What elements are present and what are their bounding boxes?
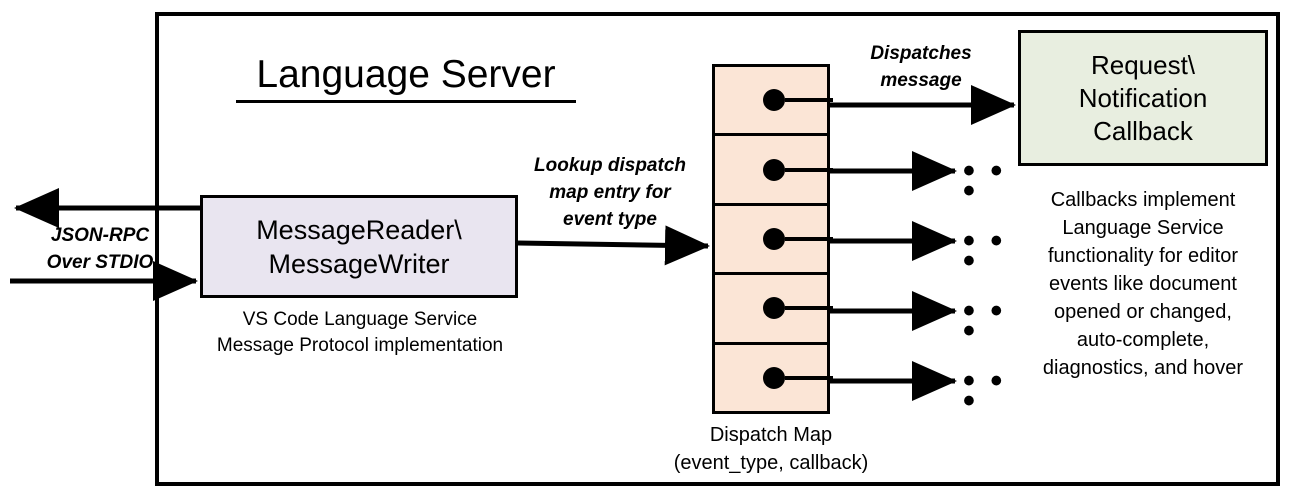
dispatch-map-row[interactable]: [715, 206, 833, 276]
callback-pointer-dot-icon: [763, 158, 785, 181]
dispatch-map-table[interactable]: [712, 64, 833, 414]
dispatch-map-row[interactable]: [715, 275, 833, 345]
dispatch-map-row-stub: [785, 306, 833, 311]
dispatch-map-row-stub: [785, 237, 833, 242]
dispatch-map-caption: Dispatch Map (event_type, callback): [650, 421, 892, 477]
request-notification-callback-box[interactable]: Request\ Notification Callback: [1018, 30, 1268, 166]
dispatch-map-caption-line2: (event_type, callback): [673, 452, 869, 474]
lookup-dispatch-label-line3: event type: [563, 209, 657, 230]
callback-pointer-dot-icon: [763, 89, 785, 112]
ellipsis-row-5: • • •: [963, 362, 1006, 420]
lookup-dispatch-label-line1: Lookup dispatch: [534, 155, 686, 176]
callback-description-line7: diagnostics, and hover: [1042, 357, 1244, 379]
dispatch-map-row-stub: [785, 375, 833, 380]
callback-description-line6: auto-complete,: [1076, 329, 1210, 351]
callback-box-line3: Callback: [1093, 115, 1193, 146]
callback-pointer-dot-icon: [763, 297, 785, 320]
dispatch-map-row[interactable]: [715, 345, 833, 411]
json-rpc-label-line1: JSON-RPC: [50, 225, 150, 246]
callback-box-line1: Request\: [1090, 49, 1196, 80]
json-rpc-label: JSON-RPC Over STDIO: [30, 222, 170, 276]
ellipsis-row-3: • • •: [963, 222, 1006, 280]
json-rpc-label-line2: Over STDIO: [46, 252, 154, 273]
lookup-dispatch-label-line2: map entry for: [549, 182, 671, 203]
dispatch-map-row-stub: [785, 98, 833, 103]
dispatch-map-row-stub: [785, 167, 833, 172]
callback-description: Callbacks implement Language Service fun…: [1012, 186, 1274, 382]
message-reader-caption: VS Code Language Service Message Protoco…: [185, 307, 535, 359]
callback-description-line2: Language Service: [1062, 217, 1224, 239]
dispatches-message-label-line1: Dispatches: [870, 43, 972, 64]
dispatches-message-label-line2: message: [880, 70, 962, 91]
ellipsis-row-4: • • •: [963, 292, 1006, 350]
message-reader-writer-box[interactable]: MessageReader\ MessageWriter: [200, 195, 518, 298]
message-writer-label: MessageWriter: [268, 248, 450, 279]
page-title: Language Server: [236, 52, 576, 103]
dispatch-map-row[interactable]: [715, 67, 833, 137]
callback-box-line2: Notification: [1078, 82, 1208, 113]
callback-description-line5: opened or changed,: [1054, 301, 1232, 323]
ellipsis-row-2: • • •: [963, 152, 1006, 210]
callback-pointer-dot-icon: [763, 366, 785, 389]
message-reader-label: MessageReader\: [256, 214, 462, 245]
message-reader-caption-line1: VS Code Language Service: [242, 309, 478, 330]
language-server-boundary: [155, 12, 1280, 486]
callback-description-line1: Callbacks implement: [1050, 189, 1236, 211]
callback-description-line4: events like document: [1049, 273, 1237, 295]
callback-description-line3: functionality for editor: [1047, 245, 1239, 267]
lookup-dispatch-label: Lookup dispatch map entry for event type: [520, 152, 700, 233]
dispatches-message-label: Dispatches message: [835, 40, 1007, 94]
callback-pointer-dot-icon: [763, 228, 785, 251]
dispatch-map-row[interactable]: [715, 136, 833, 206]
dispatch-map-caption-line1: Dispatch Map: [709, 424, 833, 446]
message-reader-caption-line2: Message Protocol implementation: [216, 335, 504, 356]
